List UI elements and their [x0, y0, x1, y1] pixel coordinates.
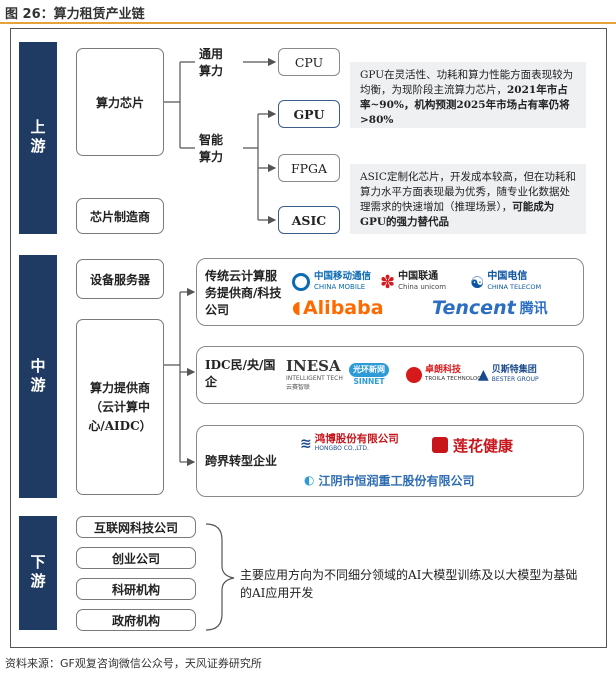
downstream-item-research: 科研机构	[76, 578, 196, 600]
downstream-brace	[205, 523, 235, 631]
source-note: 资料来源：GF观复咨询微信公众号，天风证券研究所	[5, 657, 262, 670]
sinnet-logo: 光环新网 SINNET	[349, 360, 389, 390]
cloud-provider-panel	[196, 258, 584, 326]
china-mobile-icon	[292, 273, 310, 291]
chip-cpu: CPU	[278, 48, 340, 76]
hongbo-name: 鸿博股份有限公司	[314, 433, 399, 445]
stage-upstream: 上游	[19, 42, 57, 234]
bester-logo: ▲ 贝斯特集团 BESTER GROUP	[478, 362, 539, 388]
alibaba-logo: ◖ Alibaba	[292, 296, 384, 320]
sinnet-cn: 光环新网	[349, 363, 389, 377]
tencent-name: Tencent	[432, 297, 516, 319]
bester-icon: ▲	[478, 367, 489, 383]
tencent-cn: 腾讯	[519, 301, 548, 317]
troila-cn: 卓朗科技	[425, 365, 462, 375]
hongbo-logo: ≋ 鸿博股份有限公司 HONGBO CO.,LTD.	[300, 432, 399, 456]
equipment-server-box: 设备服务器	[76, 259, 164, 299]
gpu-note-text: GPU在灵活性、功耗和算力性能方面表现较为均衡，为现阶段主流算力芯片，	[360, 69, 574, 96]
application-description: 主要应用方向为不同细分领域的AI大模型训练及以大模型为基础的AI应用开发	[240, 568, 578, 600]
cloud-provider-label: 传统云计算服务提供商/科技公司	[205, 269, 282, 317]
hongbo-en: HONGBO CO.,LTD.	[314, 445, 369, 452]
diagram-frame	[10, 28, 607, 648]
downstream-item-internet: 互联网科技公司	[76, 516, 196, 538]
chip-fpga: FPGA	[278, 154, 340, 182]
troila-icon	[406, 367, 422, 383]
chip-branch-lines	[164, 61, 195, 149]
downstream-item-government: 政府机构	[76, 609, 196, 631]
hongbo-icon: ≋	[300, 436, 312, 452]
smart-compute-label: 智能算力	[199, 133, 224, 164]
bester-en: BESTER GROUP	[491, 376, 539, 383]
china-unicom-name: 中国联通	[398, 271, 439, 282]
chip-asic: ASIC	[278, 206, 340, 234]
hengrun-logo: ◐ 江阴市恒润重工股份有限公司	[304, 468, 475, 492]
tencent-logo: Tencent 腾讯	[432, 296, 548, 320]
idc-panel	[196, 346, 584, 404]
inesa-sub: INTELLIGENT TECH	[286, 374, 343, 382]
china-unicom-en: China unicom	[398, 283, 447, 291]
sinnet-name: SINNET	[353, 377, 385, 386]
compute-provider-box: 算力提供商（云计算中心/AIDC）	[76, 319, 164, 495]
asic-note-text: ASIC定制化芯片，开发成本较高，但在功耗和算力水平方面表现最为优秀，随专业化数…	[360, 171, 576, 213]
gpu-note-highlight: 2021年市占率~90%，机构预测2025年市场占有率仍将>80%	[360, 84, 570, 126]
chip-gpu: GPU	[278, 100, 340, 128]
inesa-cn: 云赛智联	[286, 383, 311, 391]
hengrun-name: 江阴市恒润重工股份有限公司	[318, 473, 475, 488]
china-mobile-en: CHINA MOBILE	[314, 283, 366, 291]
china-mobile-logo: 中国移动通信 CHINA MOBILE	[292, 270, 371, 294]
cross-industry-label: 跨界转型企业	[205, 454, 278, 468]
idc-label: IDC民/央/国企	[205, 358, 276, 389]
compute-chip-box: 算力芯片	[76, 48, 164, 156]
alibaba-icon: ◖	[292, 298, 301, 318]
gpu-note: GPU在灵活性、功耗和算力性能方面表现较为均衡，为现阶段主流算力芯片，2021年…	[350, 62, 586, 128]
general-compute-label: 通用算力	[199, 47, 224, 78]
china-unicom-icon: ✽	[380, 271, 396, 293]
cross-industry-panel	[196, 425, 584, 497]
chip-maker-box: 芯片制造商	[76, 198, 164, 234]
header-rule	[0, 22, 616, 24]
bester-cn: 贝斯特集团	[491, 365, 537, 375]
hengrun-icon: ◐	[304, 473, 315, 487]
china-telecom-en: CHINA TELECOM	[487, 283, 542, 291]
lotus-health-name: 莲花健康	[453, 436, 514, 455]
china-telecom-name: 中国电信	[487, 271, 528, 282]
inesa-name: INESA	[286, 356, 341, 375]
inesa-logo: INESA INTELLIGENT TECH 云赛智联	[286, 356, 343, 391]
figure-title: 图 26：算力租赁产业链	[5, 7, 145, 22]
stage-downstream: 下游	[19, 516, 57, 630]
china-telecom-logo: ☯ 中国电信 CHINA TELECOM	[470, 270, 541, 294]
troila-en: TROILA TECHNOLOGY	[425, 376, 485, 382]
lotus-health-icon	[432, 437, 448, 453]
china-mobile-name: 中国移动通信	[314, 271, 372, 282]
lotus-health-logo: 莲花健康	[432, 434, 513, 456]
downstream-item-startup: 创业公司	[76, 547, 196, 569]
troila-logo: 卓朗科技 TROILA TECHNOLOGY	[406, 362, 485, 388]
china-unicom-logo: ✽ 中国联通 China unicom	[380, 270, 446, 294]
asic-note-highlight: 可能成为GPU的强力替代品	[360, 201, 555, 228]
smart-branch-lines	[243, 114, 259, 220]
provider-branch-lines	[164, 292, 181, 462]
stage-midstream: 中游	[19, 255, 57, 498]
alibaba-name: Alibaba	[302, 297, 384, 319]
asic-note: ASIC定制化芯片，开发成本较高，但在功耗和算力水平方面表现最为优秀，随专业化数…	[350, 164, 586, 234]
china-telecom-icon: ☯	[470, 272, 485, 292]
